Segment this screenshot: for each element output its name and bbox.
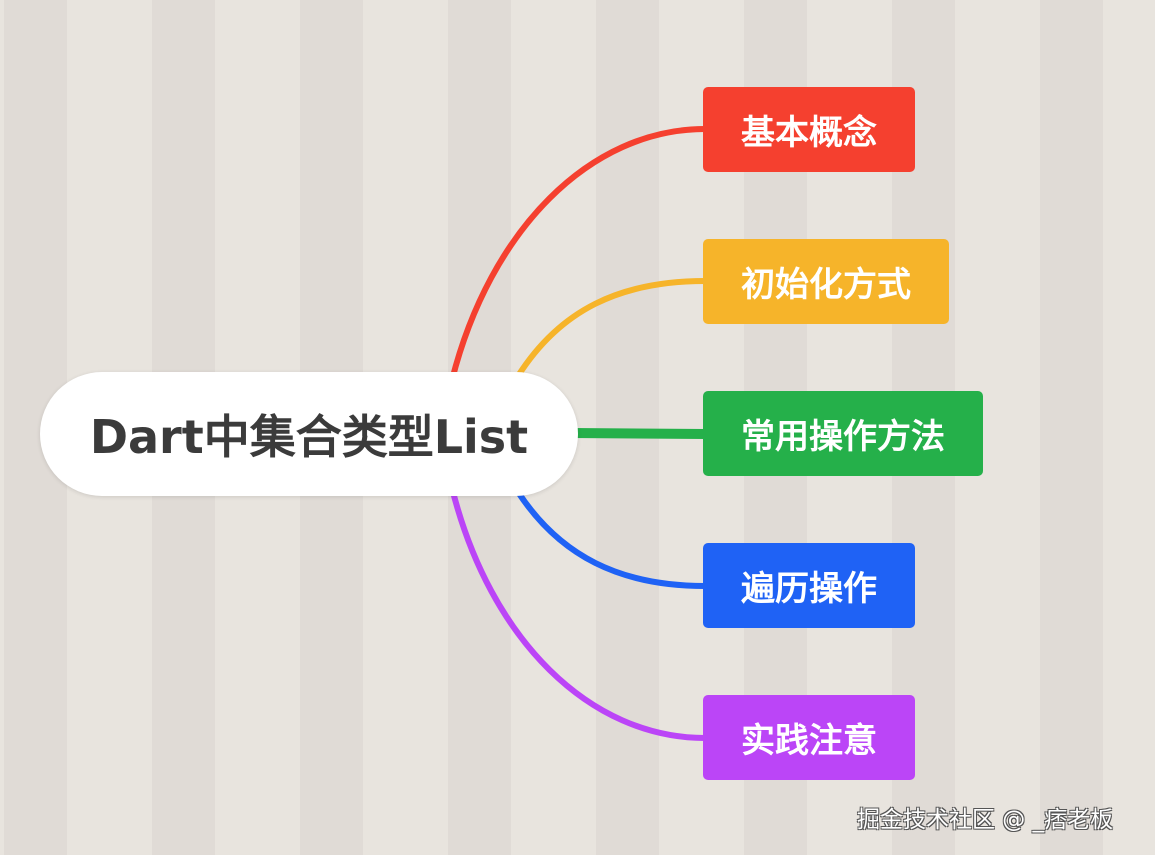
connector-line-topic-5: [449, 485, 708, 741]
connector-line-topic-2: [515, 278, 708, 379]
watermark: 掘金技术社区 @ _痞老板: [857, 807, 1114, 833]
topic-label: 初始化方式: [741, 265, 911, 305]
root-topic-node[interactable]: Dart中集合类型List: [40, 372, 578, 496]
connector-line-topic-4: [515, 489, 708, 589]
topic-node-practice-notes[interactable]: 实践注意: [703, 695, 915, 780]
connector-line-topic-3: [571, 428, 706, 439]
connector-line-topic-1: [449, 126, 708, 383]
topic-label: 实践注意: [741, 721, 877, 761]
topic-label: 常用操作方法: [741, 417, 945, 457]
topic-label: 基本概念: [741, 113, 877, 153]
topic-node-initialization[interactable]: 初始化方式: [703, 239, 949, 324]
topic-node-basic-concepts[interactable]: 基本概念: [703, 87, 915, 172]
topic-node-iteration[interactable]: 遍历操作: [703, 543, 915, 628]
topic-node-common-methods[interactable]: 常用操作方法: [703, 391, 983, 476]
topic-label: 遍历操作: [741, 569, 877, 609]
root-topic-label: Dart中集合类型List: [89, 410, 529, 464]
